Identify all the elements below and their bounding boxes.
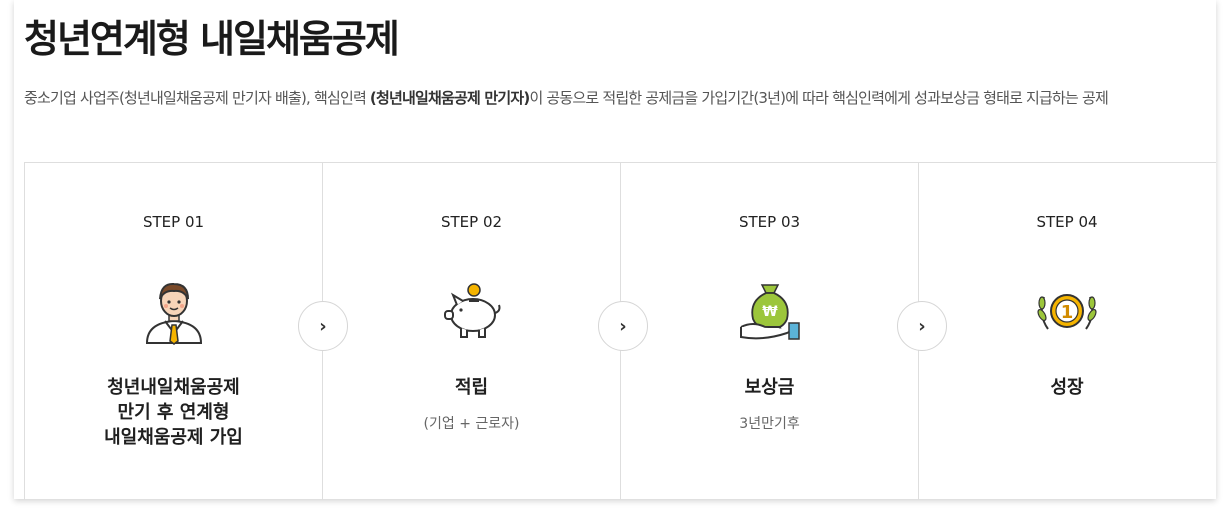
step-label: STEP 01 xyxy=(142,213,205,231)
step-label: STEP 04 xyxy=(1036,213,1098,231)
page-description: 중소기업 사업주(청년내일채움공제 만기자 배출), 핵심인력 (청년내일채움공… xyxy=(24,84,1216,112)
step-label: STEP 03 xyxy=(738,213,801,231)
step-04: STEP 04 1 성장 xyxy=(919,163,1215,500)
medal-icon: 1 xyxy=(1032,275,1102,345)
step-title: 적립 xyxy=(454,377,489,398)
step-subtitle: (기업 + 근로자) xyxy=(423,416,520,432)
step-label: STEP 02 xyxy=(440,213,503,231)
next-arrow-icon: › xyxy=(598,301,648,351)
description-text-2: 이 공동으로 적립한 공제금을 가입기간(3년)에 따라 핵심인력에게 성과보상… xyxy=(529,89,1109,107)
step-02: STEP 02 적립 (기업 + 근로자) xyxy=(323,163,621,500)
step-subtitle: 3년만기후 xyxy=(739,416,800,432)
next-arrow-icon: › xyxy=(298,301,348,351)
step-title: 청년내일채움공제 만기 후 연계형 내일채움공제 가입 xyxy=(104,377,243,448)
step-01: STEP 01 청년내일채움공제 만기 후 연계형 내일채움공제 가입 xyxy=(25,163,323,500)
page-title: 청년연계형 내일채움공제 xyxy=(24,17,400,61)
step-title: 성장 xyxy=(1050,377,1084,398)
steps-container: STEP 01 청년내일채움공제 만기 후 연계형 내일채움공제 가입 STEP… xyxy=(24,162,1216,500)
next-arrow-icon: › xyxy=(897,301,947,351)
description-text-1: 중소기업 사업주(청년내일채움공제 만기자 배출), 핵심인력 xyxy=(24,89,367,107)
content-card xyxy=(14,0,1216,499)
step-title: 보상금 xyxy=(744,377,795,398)
money-bag-hand-icon: ₩ xyxy=(735,275,805,345)
person-icon xyxy=(139,275,209,345)
description-bold-text: (청년내일채움공제 만기자) xyxy=(369,89,530,107)
piggy-bank-icon xyxy=(437,275,507,345)
svg-text:1: 1 xyxy=(1061,302,1074,323)
step-03: STEP 03 ₩ 보상금 3년만기후 xyxy=(621,163,919,500)
svg-text:₩: ₩ xyxy=(762,304,778,320)
